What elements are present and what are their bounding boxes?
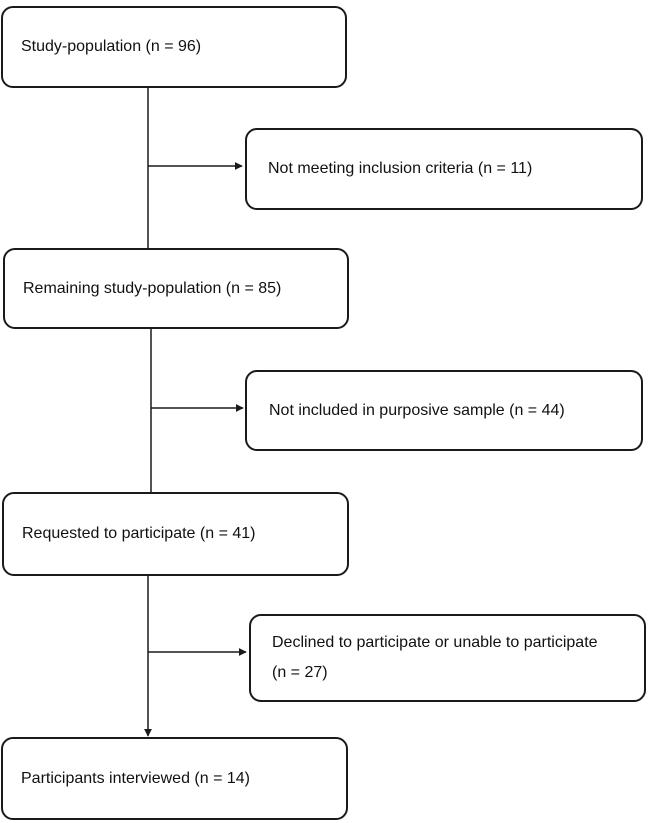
study-population-box: Study-population (n = 96) <box>1 6 347 88</box>
not-meeting-inclusion-criteria-box: Not meeting inclusion criteria (n = 11) <box>245 128 643 210</box>
requested-to-participate-box: Requested to participate (n = 41) <box>2 492 349 576</box>
declined-to-participate-box: Declined to participate or unable to par… <box>249 614 646 702</box>
not-included-purposive-sample-label: Not included in purposive sample (n = 44… <box>269 401 565 419</box>
participants-interviewed-box: Participants interviewed (n = 14) <box>1 737 348 820</box>
participants-interviewed-label: Participants interviewed (n = 14) <box>21 769 250 787</box>
not-meeting-inclusion-criteria-label: Not meeting inclusion criteria (n = 11) <box>268 160 533 177</box>
study-population-label: Study-population (n = 96) <box>21 38 202 55</box>
remaining-study-population-label: Remaining study-population (n = 85) <box>23 279 282 297</box>
remaining-study-population-box: Remaining study-population (n = 85) <box>3 248 349 329</box>
declined-to-participate-label: Declined to participate or unable to par… <box>272 634 598 681</box>
requested-to-participate-label: Requested to participate (n = 41) <box>22 525 256 542</box>
not-included-purposive-sample-box: Not included in purposive sample (n = 44… <box>245 370 643 451</box>
